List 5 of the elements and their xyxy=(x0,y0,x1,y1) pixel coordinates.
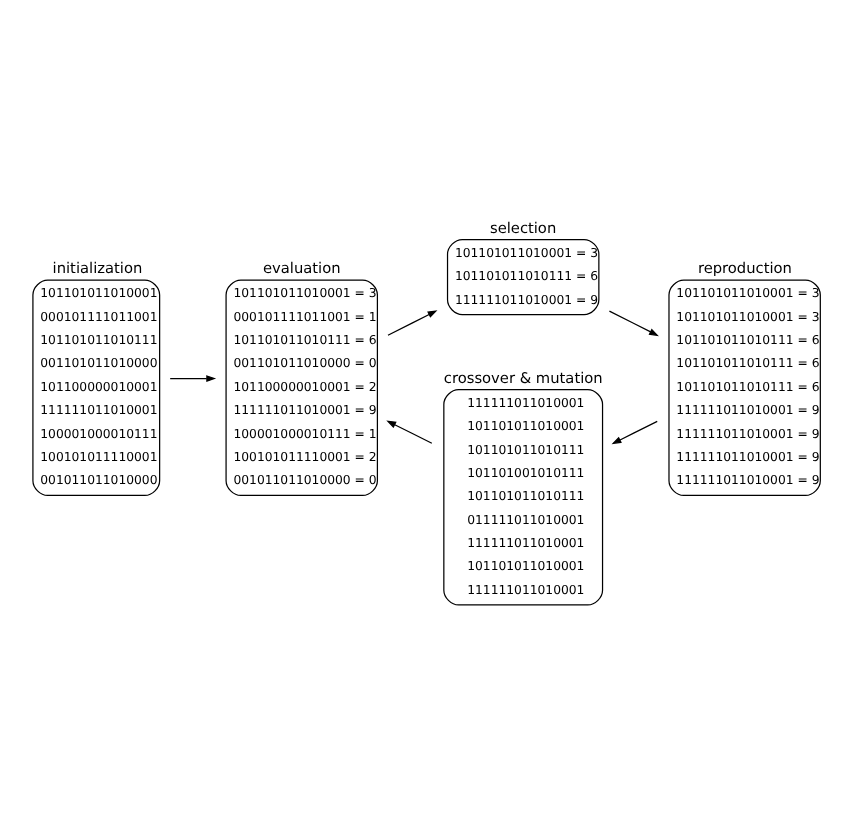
arrow xyxy=(387,309,438,335)
arrow xyxy=(386,419,433,443)
arrow xyxy=(608,309,659,336)
arrow xyxy=(169,374,217,381)
arrow xyxy=(611,419,658,444)
